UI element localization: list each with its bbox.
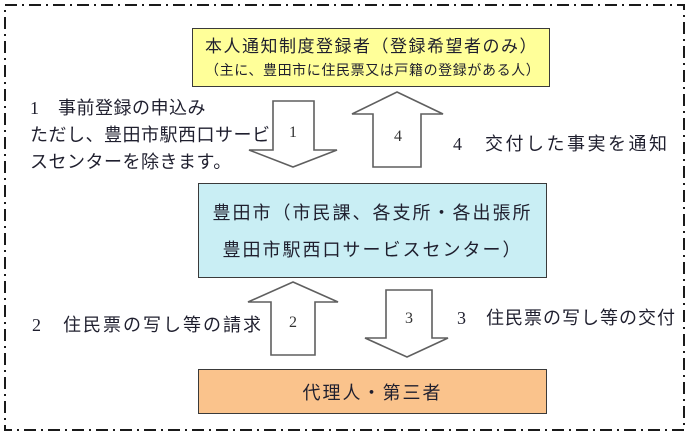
step1-label-line2: ただし、豊田市駅西口サービ	[30, 125, 271, 145]
step2-label: 2 住民票の写し等の請求	[32, 315, 263, 335]
arrow-1-down-icon	[248, 100, 338, 168]
arrow-4-up-icon	[351, 91, 444, 168]
dashed-outer-border	[4, 4, 685, 431]
third-party-box-label: 代理人・第三者	[302, 382, 443, 403]
registrant-box: 本人通知制度登録者（登録希望者のみ） （主に、豊田市に住民票又は戸籍の登録がある…	[192, 28, 550, 87]
step1-label: 1 事前登録の申込み ただし、豊田市駅西口サービ スセンターを除きます。	[30, 95, 271, 176]
arrow-3-down-icon	[364, 289, 449, 358]
step1-label-line1: 1 事前登録の申込み	[30, 98, 206, 118]
third-party-box: 代理人・第三者	[198, 369, 547, 414]
arrow-2-number: 2	[289, 314, 297, 331]
arrow-3-number: 3	[405, 310, 413, 327]
arrow-1-number: 1	[289, 124, 297, 141]
arrow-2-up-icon	[247, 281, 339, 356]
city-office-box-line2: 豊田市駅西口サービスセンター）	[222, 240, 523, 260]
city-office-box: 豊田市（市民課、各支所・各出張所 豊田市駅西口サービスセンター）	[198, 183, 547, 278]
city-office-box-line1: 豊田市（市民課、各支所・各出張所	[212, 203, 533, 223]
step3-label: 3 住民票の写し等の交付	[457, 308, 676, 328]
step4-label: 4 交付した事実を通知	[453, 134, 670, 154]
arrow-4-number: 4	[394, 128, 402, 145]
registrant-box-line1: 本人通知制度登録者（登録希望者のみ）	[205, 37, 538, 56]
registrant-box-line2: （主に、豊田市に住民票又は戸籍の登録がある人）	[205, 64, 541, 79]
step1-label-line3: スセンターを除きます。	[30, 152, 232, 172]
